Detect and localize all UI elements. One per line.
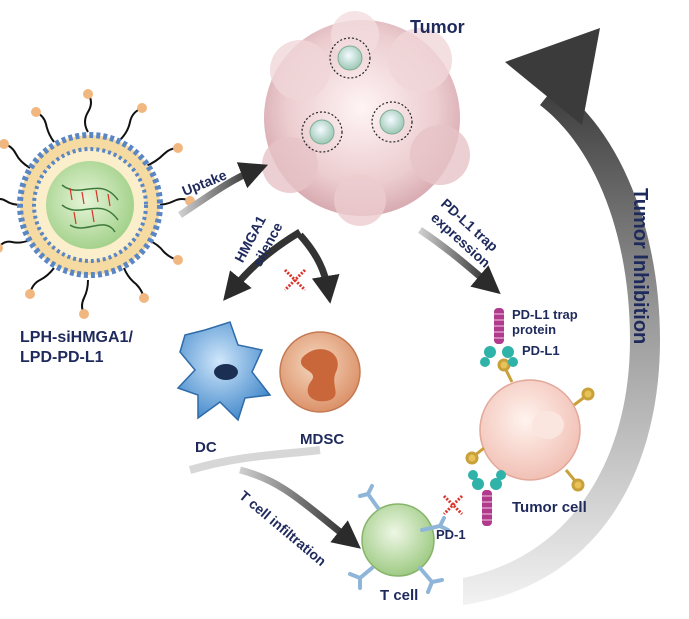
arrow-to-mdsc	[297, 232, 340, 304]
pd-1-label: PD-1	[436, 527, 466, 542]
tumor-label: Tumor	[410, 17, 465, 37]
mdsc-label: MDSC	[300, 431, 345, 448]
t-cell-label: T cell	[380, 587, 419, 604]
nanoparticle-label-line2: LPD-PD-L1	[20, 349, 104, 366]
dc-label: DC	[195, 439, 217, 456]
arrow-to-dc	[223, 228, 302, 301]
tumor-nanoparticle-3	[371, 101, 413, 143]
pdl1-trap-protein-icon	[480, 308, 518, 367]
pdl1-trap-binding-icon	[468, 470, 506, 526]
dc-cell-icon	[176, 321, 272, 422]
uptake-arrow	[178, 162, 268, 218]
tumor-icon	[262, 11, 470, 226]
trap-protein-label-line2: protein	[512, 322, 557, 337]
t-cell-infiltration-arrow	[239, 466, 361, 549]
pd1-block-cross-icon	[442, 494, 464, 516]
pd-l1-label: PD-L1	[522, 343, 560, 358]
tumor-cell-icon	[465, 358, 595, 492]
tumor-cell-label: Tumor cell	[512, 499, 587, 516]
nanoparticle-icon	[0, 89, 195, 319]
tumor-inhibition-arrow	[463, 28, 660, 605]
block-cross-icon	[283, 268, 307, 292]
t-cell-icon	[348, 484, 450, 594]
nanoparticle-label-line1: LPH-siHMGA1/	[20, 329, 133, 346]
trap-protein-label-line1: PD-L1 trap	[512, 307, 578, 322]
tumor-nanoparticle-1	[329, 37, 371, 79]
tumor-inhibition-label: Tumor Inhibition	[629, 188, 651, 345]
divider-arc	[188, 446, 321, 474]
mdsc-cell-icon	[279, 331, 361, 413]
pdl1-expression-arrow	[418, 227, 501, 295]
tumor-nanoparticle-2	[301, 111, 343, 153]
